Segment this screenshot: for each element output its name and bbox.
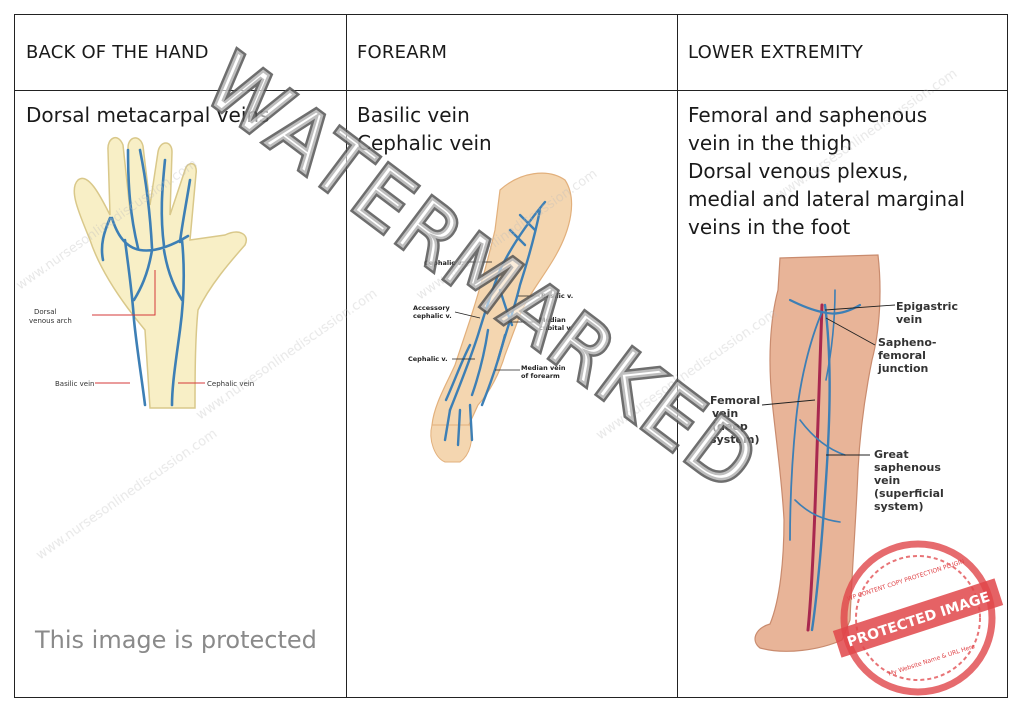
forearm-text-line: Basilic vein [357, 103, 470, 127]
hand-description: Dorsal metacarpal veins [15, 101, 269, 129]
header-divider [15, 90, 1007, 91]
leg-text-line: Dorsal venous plexus, [688, 159, 909, 183]
header-forearm: FOREARM [357, 42, 448, 63]
protected-notice: This image is protected [15, 603, 345, 677]
forearm-text-line: Cephalic vein [357, 131, 492, 155]
leg-text-line: veins in the foot [688, 215, 851, 239]
column-divider [677, 15, 678, 697]
veins-table: BACK OF THE HAND FOREARM LOWER EXTREMITY… [14, 14, 1008, 698]
leg-description: Femoral and saphenous vein in the thigh … [677, 101, 965, 241]
leg-text-line: Femoral and saphenous [688, 103, 928, 127]
leg-text-line: medial and lateral marginal [688, 187, 965, 211]
column-divider [346, 15, 347, 697]
leg-text-line: vein in the thigh [688, 131, 852, 155]
forearm-description: Basilic vein Cephalic vein [346, 101, 492, 157]
header-back-of-hand: BACK OF THE HAND [26, 42, 209, 63]
hand-text-line: Dorsal metacarpal veins [26, 103, 270, 127]
header-lower-extremity: LOWER EXTREMITY [688, 42, 864, 63]
